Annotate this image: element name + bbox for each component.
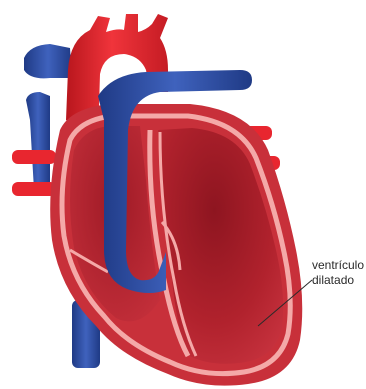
callout-label-line-1: ventrículo	[312, 258, 366, 273]
callout-label-line-2: dilatado	[312, 273, 366, 288]
left-vein-vertical	[26, 92, 50, 190]
ventricle-callout-label: ventrículo dilatado	[312, 258, 366, 288]
pulmonary-vein-left-upper	[12, 150, 56, 164]
pulmonary-vein-left-lower	[12, 182, 56, 196]
left-vein-upper	[24, 44, 72, 78]
